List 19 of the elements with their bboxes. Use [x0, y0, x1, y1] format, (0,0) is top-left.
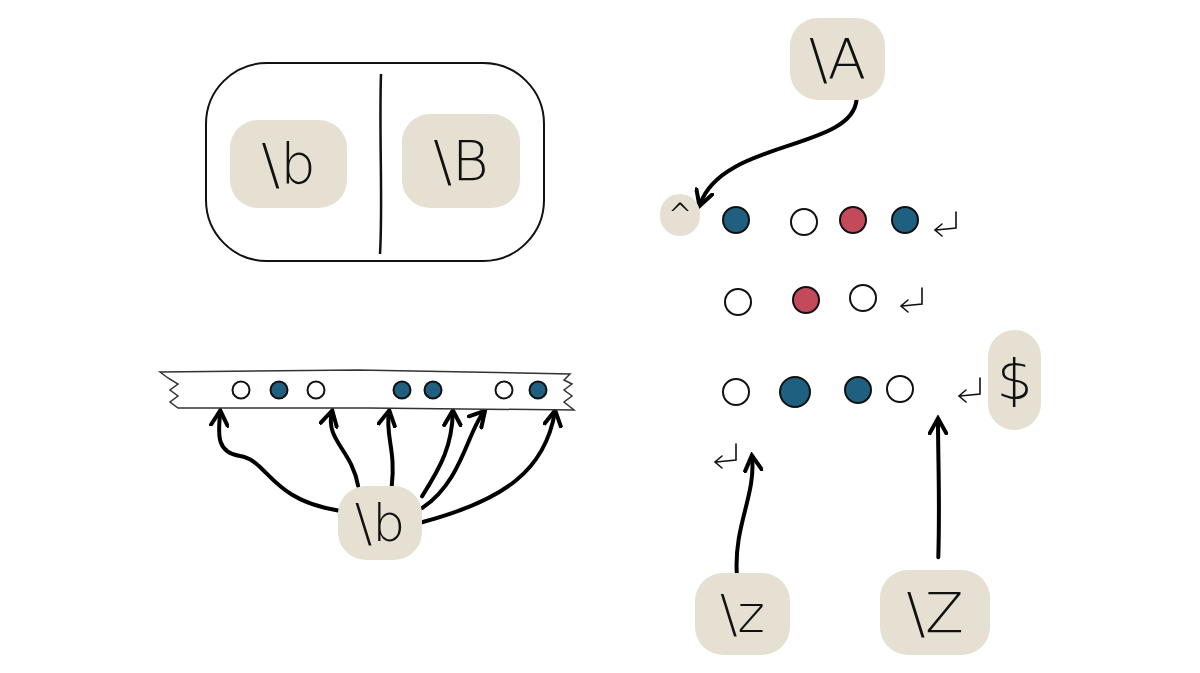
regex-token: \b	[230, 120, 347, 208]
arrow	[420, 408, 463, 499]
regex-token: \A	[790, 18, 885, 100]
arrow	[208, 408, 340, 513]
regex-token: \B	[402, 114, 520, 208]
arrow	[696, 98, 859, 208]
arrow	[927, 416, 949, 560]
arrow	[734, 453, 763, 575]
regex-token: ^	[660, 194, 700, 236]
arrow	[420, 408, 487, 511]
text-strip	[158, 368, 578, 412]
regex-token: \b	[338, 486, 422, 560]
rounded-frame	[205, 62, 545, 262]
arrow	[420, 408, 563, 525]
regex-token: \z	[695, 573, 790, 655]
arrow	[319, 408, 361, 488]
arrow	[377, 408, 398, 488]
regex-token: $	[988, 330, 1041, 430]
regex-token: \Z	[880, 570, 990, 655]
